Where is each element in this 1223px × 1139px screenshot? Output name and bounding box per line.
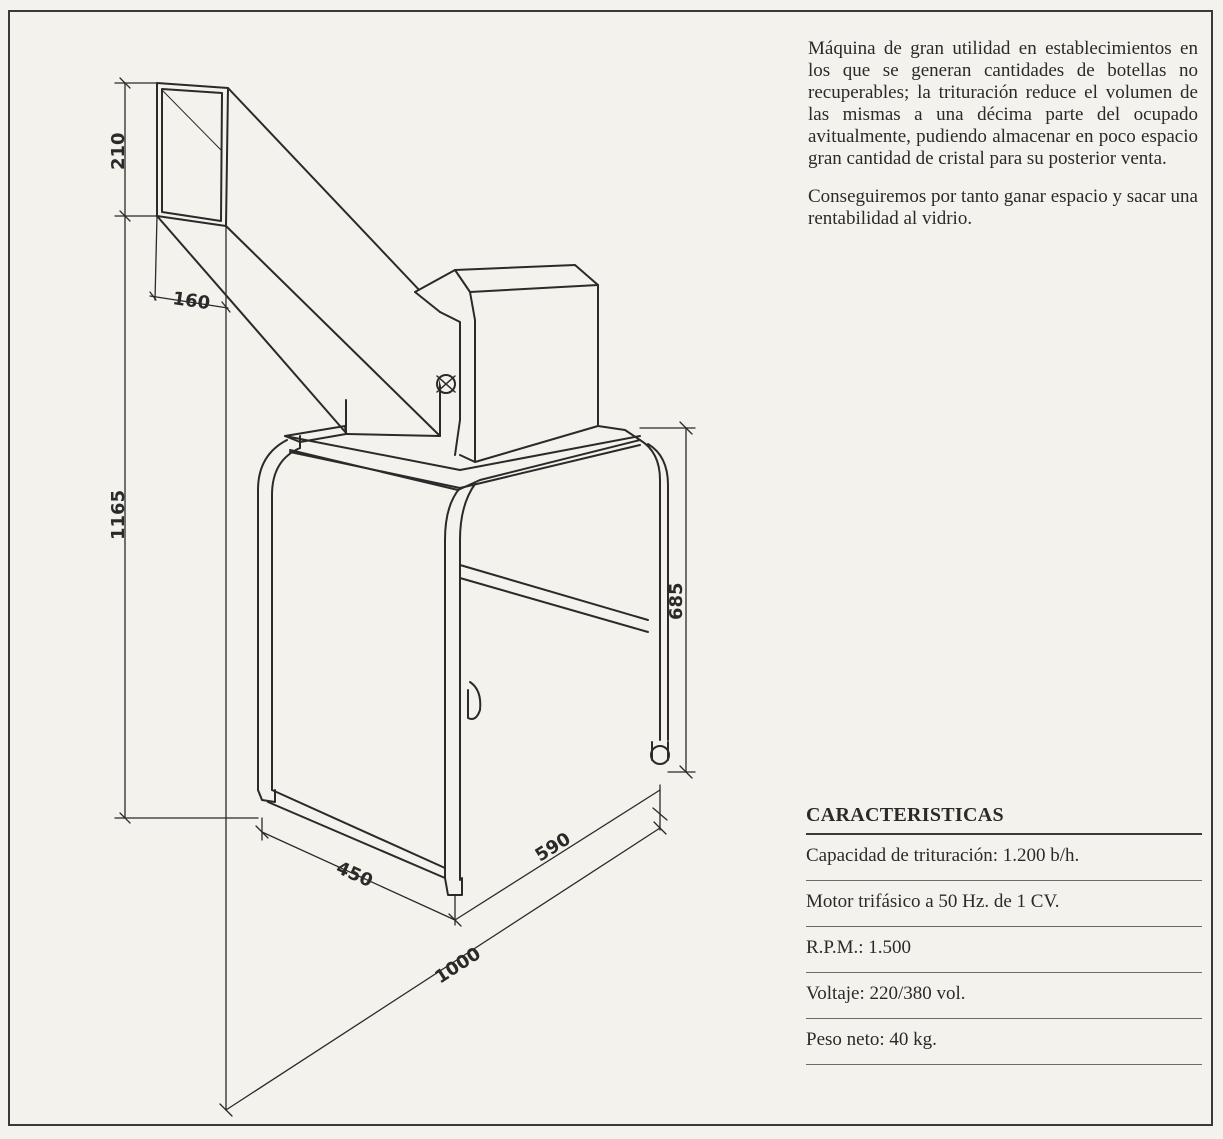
specs-table: CARACTERISTICAS Capacidad de trituración…	[806, 804, 1202, 1065]
dim-label-210: 210	[108, 132, 129, 170]
spec-row-rpm: R.P.M.: 1.500	[806, 927, 1202, 973]
machine-drawing: 210 160 1165 685 450 590 1000	[108, 77, 696, 1117]
page-frame	[8, 10, 1213, 1126]
dimension-lines	[114, 77, 696, 1117]
stand-frame	[257, 435, 670, 896]
description-paragraph-2: Conseguiremos por tanto ganar espacio y …	[808, 186, 1198, 229]
motor-housing	[345, 264, 599, 463]
dim-label-590: 590	[532, 829, 575, 867]
dim-label-1165: 1165	[108, 490, 129, 540]
description: Máquina de gran utilidad en establecimie…	[808, 38, 1198, 246]
spec-row-motor: Motor trifásico a 50 Hz. de 1 CV.	[806, 881, 1202, 927]
hopper-mouth	[156, 82, 229, 227]
specs-title: CARACTERISTICAS	[806, 804, 1202, 835]
spec-row-weight: Peso neto: 40 kg.	[806, 1019, 1202, 1065]
dim-label-1000: 1000	[431, 943, 484, 988]
spec-row-voltage: Voltaje: 220/380 vol.	[806, 973, 1202, 1019]
description-paragraph-1: Máquina de gran utilidad en establecimie…	[808, 38, 1198, 169]
dim-label-160: 160	[171, 288, 211, 314]
spec-row-capacity: Capacidad de trituración: 1.200 b/h.	[806, 835, 1202, 881]
dim-label-685: 685	[666, 582, 687, 620]
dim-label-450: 450	[333, 857, 376, 891]
